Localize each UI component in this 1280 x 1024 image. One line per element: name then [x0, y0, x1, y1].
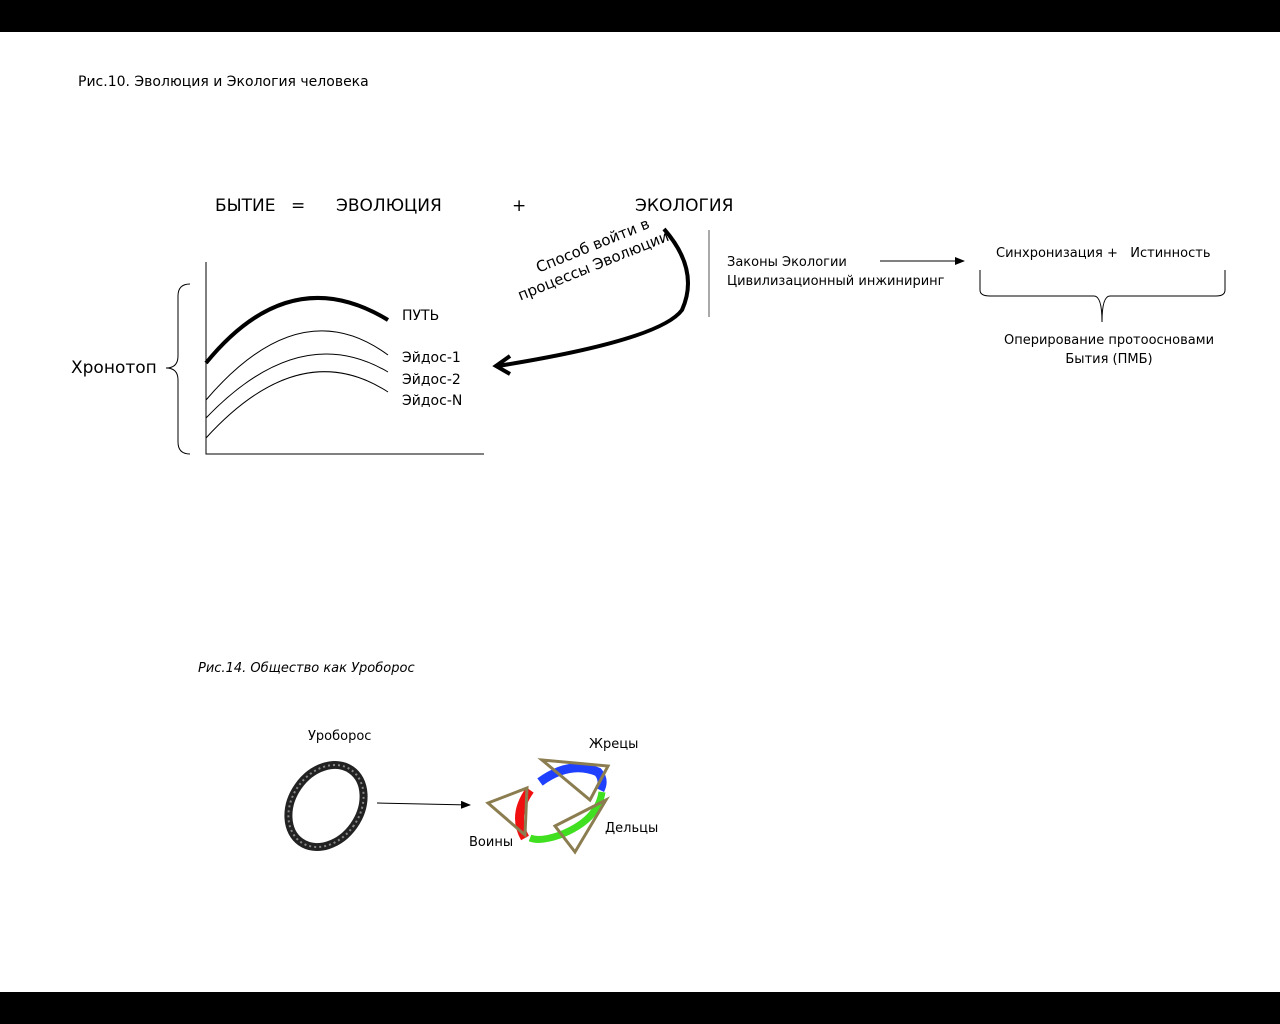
bottom-black-bar: [0, 992, 1280, 1024]
transform-arrow: [376, 800, 471, 809]
curve-eidos-2: [205, 353, 389, 419]
sync-brace: [979, 270, 1226, 323]
graph-axes: [205, 262, 484, 455]
operating-line-2: Бытия (ПМБ): [1065, 352, 1153, 367]
operating-line-1: Оперирование протоосновами: [1004, 333, 1215, 348]
plus-sign: +: [512, 196, 527, 216]
laws-label: Законы Экологии: [727, 255, 847, 270]
ouroboros-icon: [284, 761, 368, 851]
ouroboros-label: Уроборос: [308, 729, 372, 744]
being-label: БЫТИЕ: [215, 196, 276, 216]
curve-path: [204, 295, 390, 365]
evolution-label: ЭВОЛЮЦИЯ: [336, 196, 442, 216]
curve-eidos-1: [205, 330, 389, 401]
evolution-entry-arrow: [497, 227, 690, 368]
curve-label-eidos-1: Эйдос-1: [402, 350, 461, 366]
top-black-bar: [0, 0, 1280, 32]
curve-label-path: ПУТЬ: [402, 308, 440, 324]
chronotope-brace: [165, 283, 191, 455]
fig10-caption: Рис.10. Эволюция и Экология человека: [78, 74, 369, 90]
sync-label: Синхронизация + Истинность: [996, 246, 1211, 261]
warriors-label: Воины: [469, 835, 514, 850]
fig14-caption: Рис.14. Общество как Уроборос: [198, 661, 415, 676]
operating-label: Оперирование протоосновами Бытия (ПМБ): [1004, 331, 1214, 369]
curve-label-eidos-2: Эйдос-2: [402, 372, 461, 388]
equals-sign: =: [291, 196, 306, 216]
chronotope-label: Хронотоп: [71, 358, 157, 378]
merchants-label: Дельцы: [605, 821, 659, 836]
engineering-label: Цивилизационный инжиниринг: [727, 274, 945, 289]
curve-eidos-n: [205, 371, 389, 439]
society-cycle-icon: [485, 758, 611, 855]
curve-label-eidos-n: Эйдос-N: [402, 393, 463, 409]
ecology-label: ЭКОЛОГИЯ: [635, 196, 734, 216]
priests-label: Жрецы: [589, 737, 639, 752]
